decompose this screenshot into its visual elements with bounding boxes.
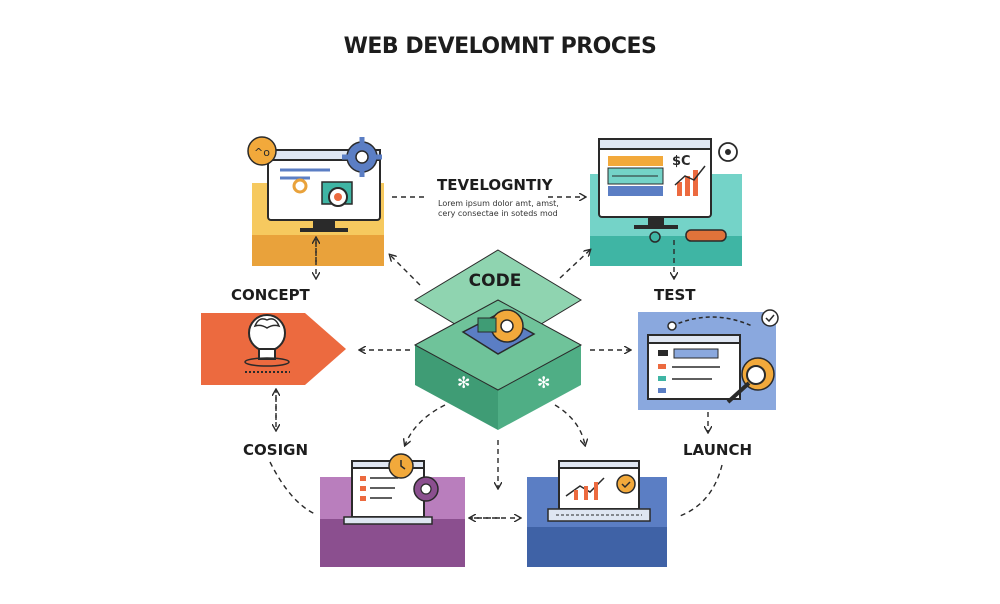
diagram-title: WEB DEVELOMNT PROCES — [343, 34, 657, 59]
svg-text:✻: ✻ — [537, 373, 550, 392]
connector-heading: TEVELOGNTIY — [437, 176, 553, 194]
check-badge-icon — [616, 474, 636, 494]
lightbulb-icon — [244, 314, 290, 373]
check-circle-icon — [761, 309, 779, 327]
launch-label: LAUNCH — [683, 441, 753, 459]
analytics-laptop-block — [527, 460, 667, 567]
lightbulb-orange-icon: ^o — [247, 136, 277, 166]
svg-text:^o: ^o — [254, 146, 270, 159]
connector-desc-line-2: cery consectae in soteds mod — [438, 209, 558, 218]
gear-purple-icon — [413, 476, 439, 502]
connector-desc-line-1: Lorem ipsum dolor amt, amst, — [438, 199, 559, 208]
concept-monitor-block — [252, 149, 384, 266]
gear-small-icon — [718, 142, 738, 162]
code-box: ✻ ✻ — [413, 249, 583, 430]
concept-label: CONCEPT — [231, 286, 310, 304]
magnifier-gear-icon — [726, 357, 775, 404]
stopwatch-icon — [388, 453, 414, 479]
cosign-label: COSIGN — [243, 441, 309, 459]
test-label: TEST — [654, 286, 696, 304]
svg-text:✻: ✻ — [457, 373, 470, 392]
code-label: CODE — [468, 271, 522, 291]
design-laptop-block — [320, 453, 465, 567]
gear-icon — [342, 137, 382, 177]
connectors — [269, 197, 723, 518]
launch-window-block — [638, 309, 779, 410]
concept-arrow-shape — [201, 313, 346, 385]
screen-currency-text: $C — [672, 154, 691, 169]
test-monitor-block: $C — [590, 138, 742, 266]
puzzle-gear-icon — [461, 309, 536, 355]
